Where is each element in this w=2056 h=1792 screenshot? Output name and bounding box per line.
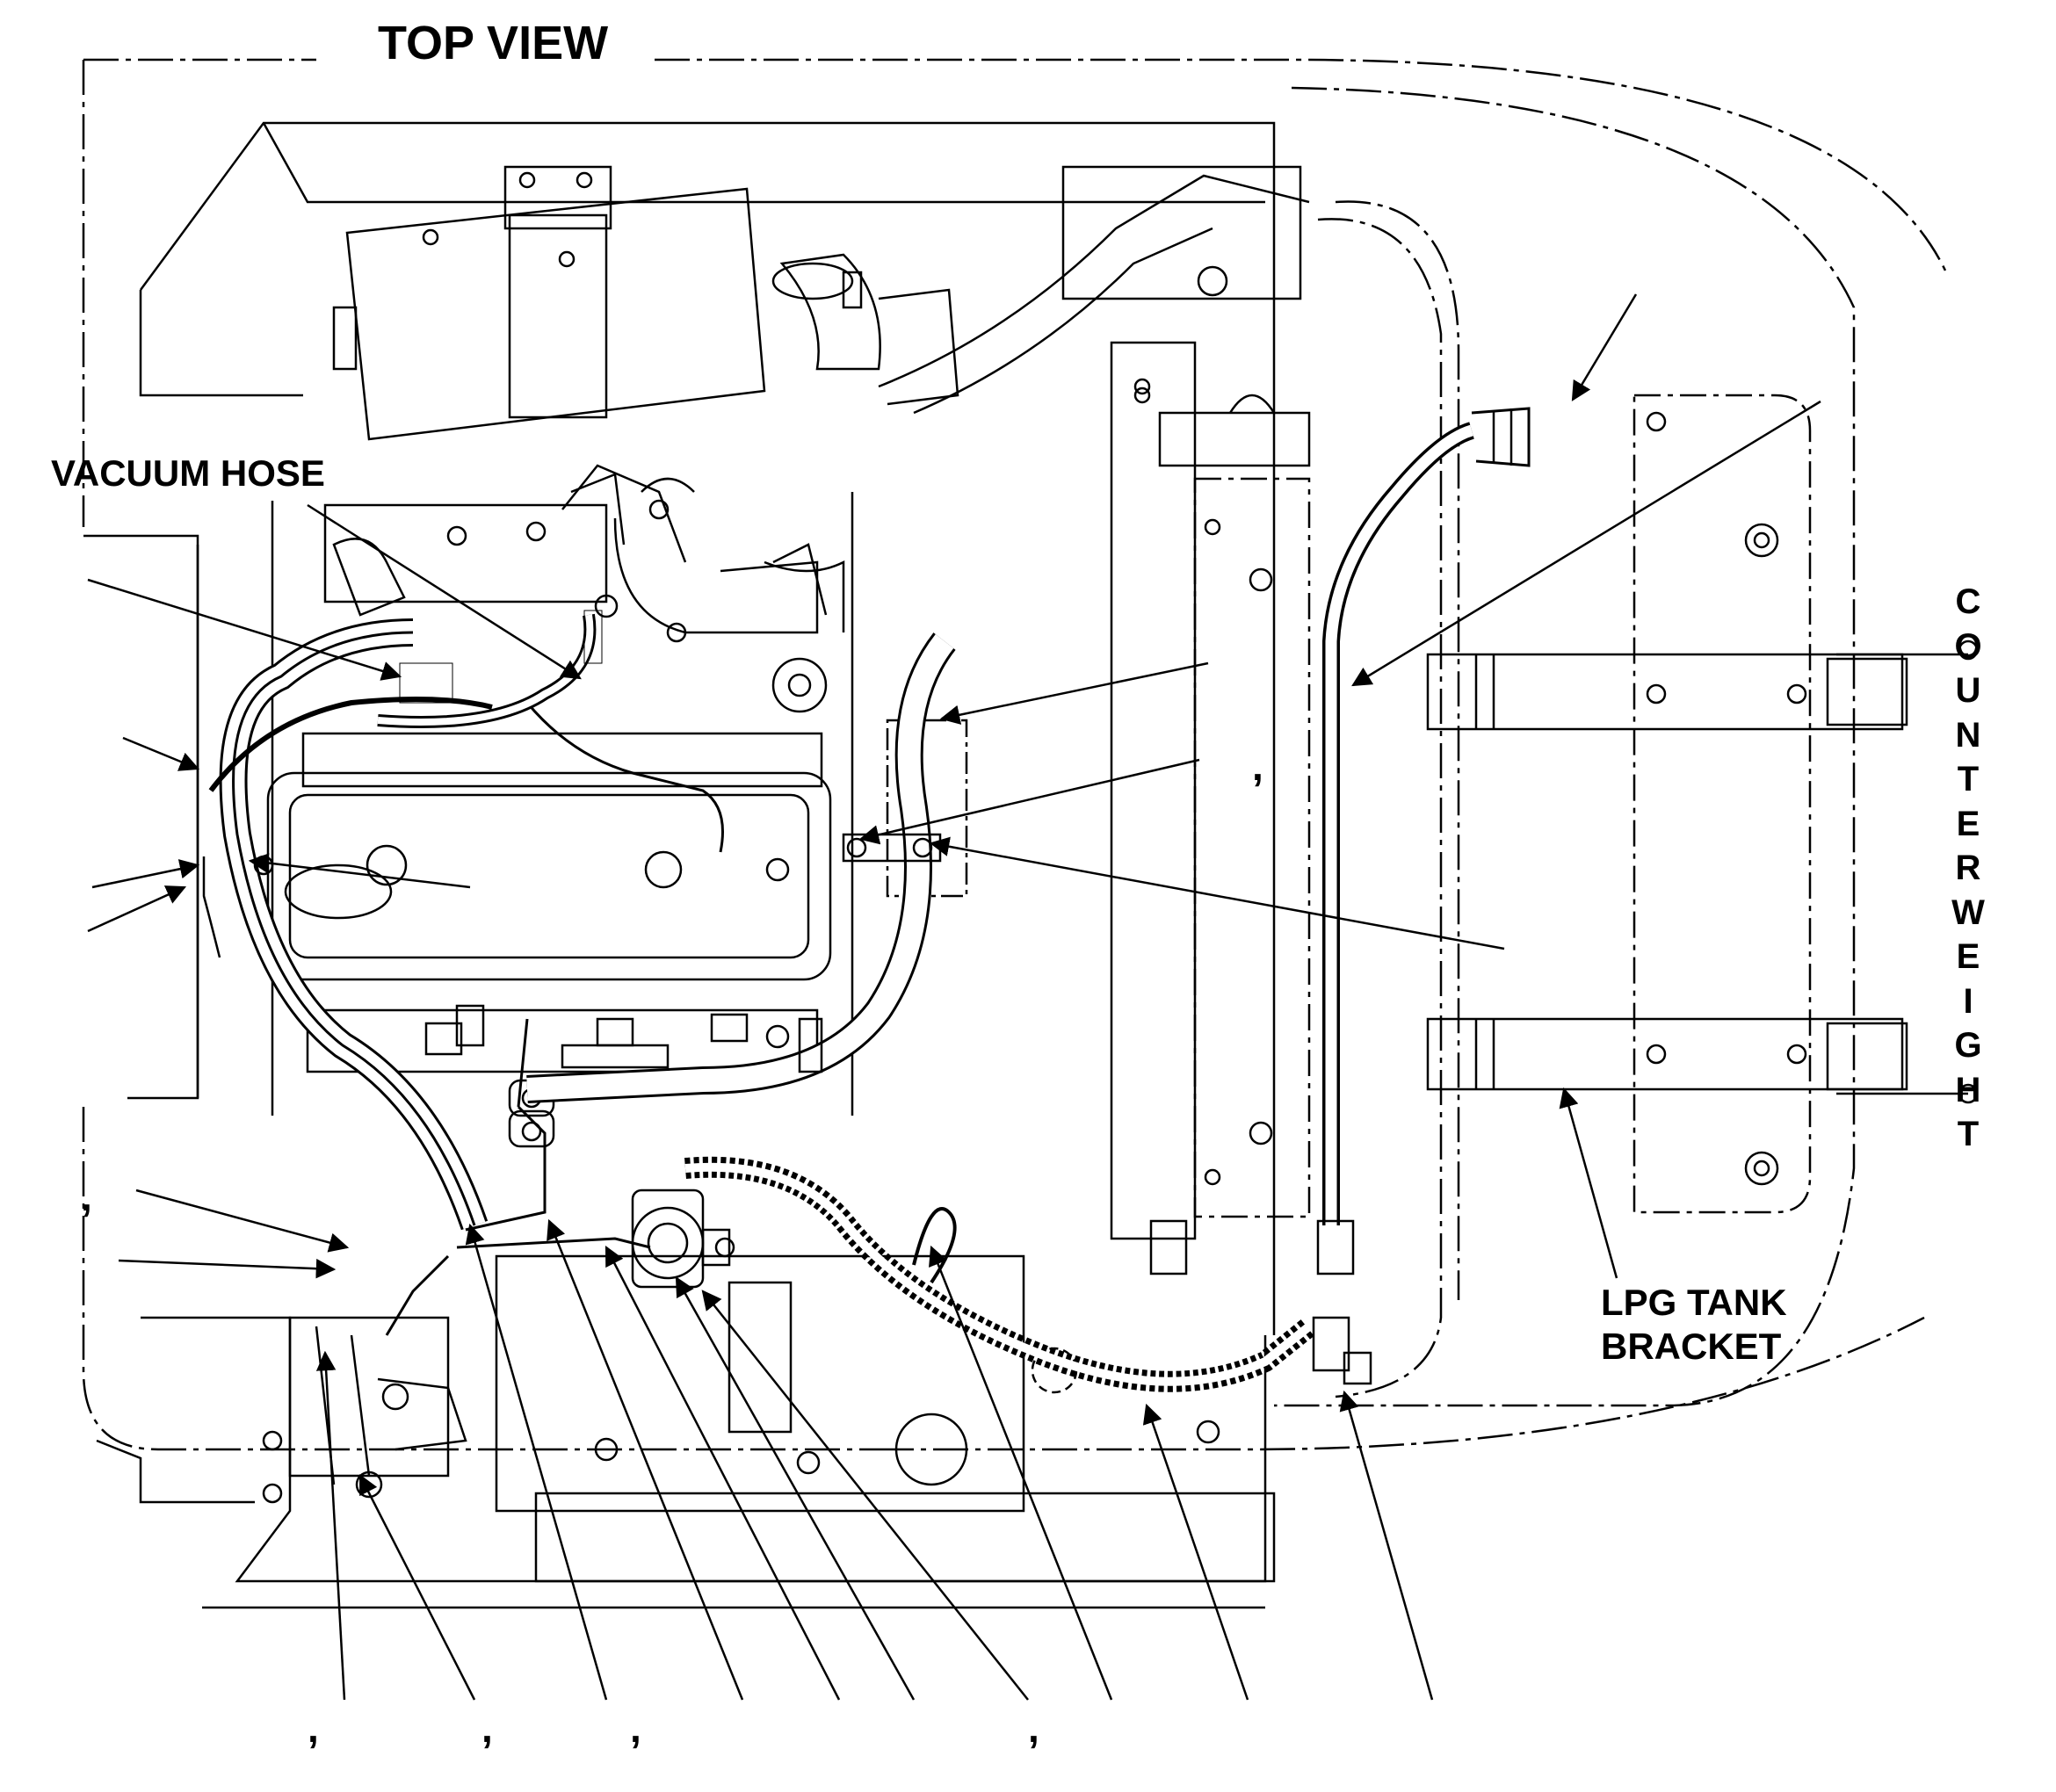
ecu-box bbox=[332, 165, 766, 441]
counterweight-label: C O U N T E R W E I G H T bbox=[1949, 580, 1987, 1157]
lpg-supply-hose bbox=[1312, 407, 1531, 1385]
radiator-assembly bbox=[1110, 341, 1311, 1240]
callout-comma: , bbox=[481, 1705, 493, 1751]
counterweight-letter: N bbox=[1955, 715, 1981, 755]
lpg-label-line2: BRACKET bbox=[1601, 1326, 1782, 1367]
counterweight-letter: R bbox=[1955, 849, 1981, 887]
sensor-details bbox=[253, 473, 1188, 1275]
transmission-area bbox=[262, 1254, 1276, 1583]
truck-frame-phantom bbox=[82, 58, 1948, 1451]
callout-comma: , bbox=[1028, 1705, 1039, 1751]
lpg-tank-bracket bbox=[1426, 394, 1979, 1214]
callout-comma: , bbox=[81, 1174, 92, 1219]
callout-comma: , bbox=[308, 1705, 319, 1751]
counterweight-letter: G bbox=[1954, 1026, 1982, 1065]
counterweight-letter: I bbox=[1963, 981, 1973, 1021]
fuel-lockoff bbox=[508, 1079, 735, 1289]
counterweight-letter: T bbox=[1957, 1115, 1980, 1153]
counterweight-letter: H bbox=[1955, 1070, 1981, 1109]
engine-block bbox=[196, 464, 968, 1116]
vacuum-hose bbox=[202, 610, 603, 958]
counterweight-letter: E bbox=[1956, 804, 1980, 843]
callout-leaders bbox=[87, 293, 1821, 1701]
wiring-harness bbox=[385, 1105, 651, 1336]
callout-comma: , bbox=[1252, 743, 1263, 789]
counterweight-letter: O bbox=[1954, 626, 1982, 666]
counterweight-letter: E bbox=[1956, 937, 1980, 976]
corrugated-fuel-hose bbox=[684, 1156, 1316, 1392]
lpg-tank-bracket-label: LPG TANK BRACKET bbox=[1601, 1281, 1787, 1369]
coolant-hoses bbox=[219, 618, 956, 1231]
diagram-title: TOP VIEW bbox=[378, 17, 609, 69]
counterweight-letter: W bbox=[1951, 892, 1985, 932]
callout-comma: , bbox=[630, 1705, 641, 1751]
truck-frame bbox=[83, 121, 1276, 1609]
counterweight-letter: U bbox=[1955, 671, 1981, 710]
vacuum-hose-label: VACUUM HOSE bbox=[51, 452, 325, 494]
air-intake-duct bbox=[771, 165, 1310, 415]
counterweight-letter: C bbox=[1955, 582, 1981, 621]
counterweight-letter: T bbox=[1957, 760, 1980, 798]
lpg-label-line1: LPG TANK bbox=[1601, 1282, 1787, 1323]
